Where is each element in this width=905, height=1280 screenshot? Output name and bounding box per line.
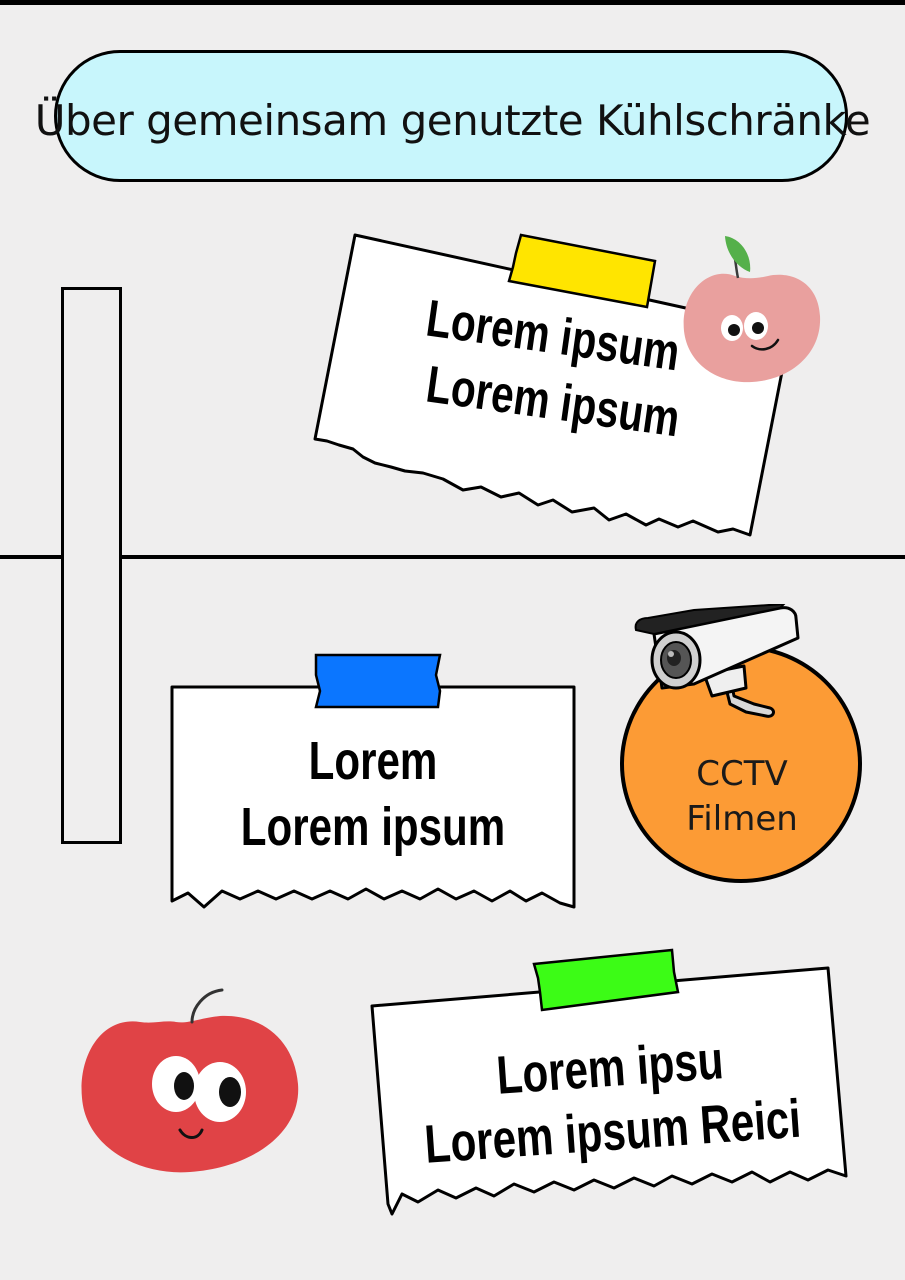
note-3-paper <box>370 948 848 1216</box>
cctv-label: CCTV Filmen <box>640 752 844 842</box>
page-title: Über gemeinsam genutzte Kühlschränke <box>34 96 871 145</box>
note-2-line-2: Lorem ipsum <box>240 797 506 857</box>
cctv-label-line-2: Filmen <box>686 799 798 839</box>
note-card-3: Lorem ipsu Lorem ipsum Reici <box>370 948 848 1222</box>
note-1-paper <box>313 233 792 537</box>
cctv-label-line-1: CCTV <box>696 754 788 794</box>
security-camera-icon <box>634 602 804 724</box>
fridge-handle <box>61 287 122 844</box>
title-pill <box>54 50 848 182</box>
pink-apple-icon <box>680 236 825 386</box>
fridge-shelf-line <box>0 555 905 559</box>
note-2-line-1: Lorem <box>308 731 438 791</box>
note-card-1: Lorem ipsum Lorem ipsum <box>313 233 793 537</box>
top-border <box>0 0 905 5</box>
red-apple-icon <box>80 988 302 1178</box>
tape-blue <box>314 653 442 709</box>
note-2-paper <box>170 653 576 909</box>
note-card-2: Lorem Lorem ipsum <box>170 653 576 911</box>
tape-green <box>532 948 680 1012</box>
tape-yellow <box>507 233 657 309</box>
